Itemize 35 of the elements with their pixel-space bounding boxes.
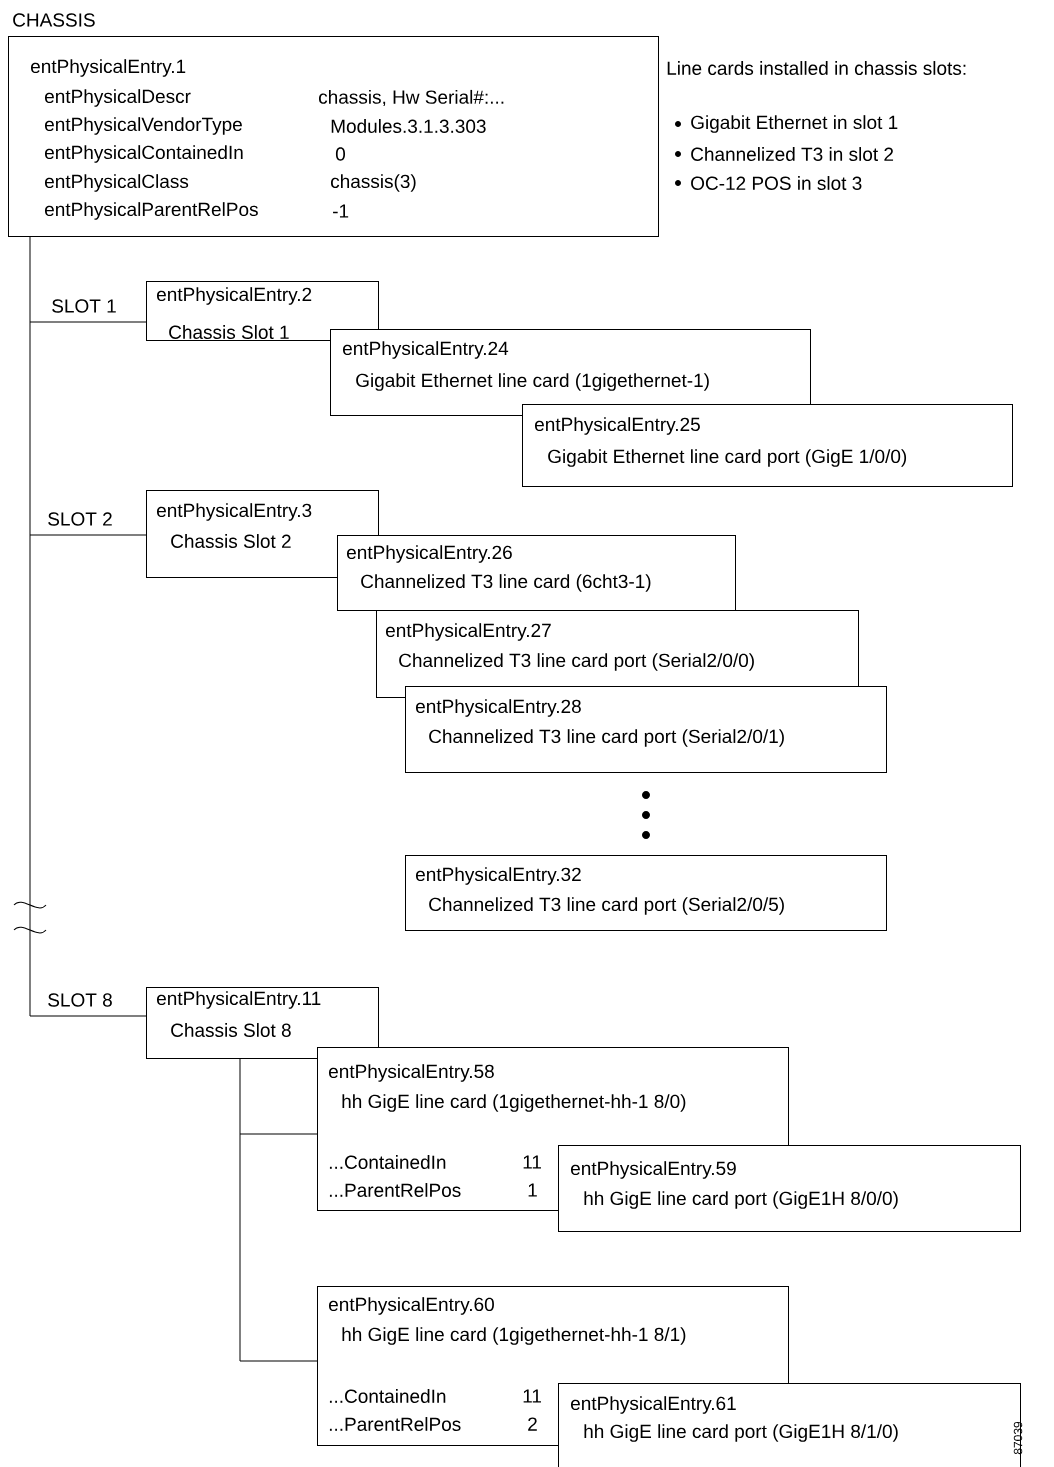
note-text: Line cards installed in chassis slots: [667, 61, 966, 75]
entity-box: entPhysicalEntry.2 Chassis Slot 1 [146, 281, 379, 341]
node-label: entPhysicalEntry.1 [31, 59, 186, 77]
node-label: entPhysicalParentRelPos [45, 202, 258, 220]
slot-label: SLOT 2 [48, 512, 112, 526]
heading: CHASSIS [13, 13, 95, 27]
node-label: entPhysicalClass [45, 174, 189, 192]
node-label: entPhysicalDescr [45, 89, 191, 107]
entity-box: entPhysicalEntry.26 Channelized T3 line card (6cht3-1) [337, 535, 736, 611]
slot-label: SLOT 1 [52, 299, 116, 313]
node-label: 0 [335, 147, 346, 161]
node-label: entPhysicalVendorType [45, 117, 242, 135]
connector-trunk [239, 1058, 241, 1362]
connector-line [239, 1360, 318, 1362]
node-label: chassis, Hw Serial#:... [319, 89, 504, 107]
entity-box: entPhysicalEntry.59 hh GigE line card port (GigE1H 8/0/0) [558, 1145, 1021, 1232]
node-label: Modules.3.1.3.303 [331, 119, 486, 133]
connector-line [29, 1015, 147, 1017]
entity-box: entPhysicalEntry.1 entPhysicalDescr chassis, Hw Serial#:... entPhysicalVendorType Modules.3.1.3.303 entPhysicalContainedIn 0 entPhysicalClass chassis(3) entPhysicalParentRelPos -1 [8, 36, 659, 237]
connector-line [29, 321, 147, 323]
note-text: Gigabit Ethernet in slot 1 [691, 115, 898, 133]
node-label: -1 [333, 204, 349, 218]
node-label: entPhysicalEntry.61 [571, 1396, 736, 1414]
note-text: Channelized T3 in slot 2 [691, 147, 894, 161]
entity-box: entPhysicalEntry.28 Channelized T3 line card port (Serial2/0/1) [405, 686, 887, 773]
note-text: OC-12 POS in slot 3 [691, 176, 862, 190]
node-label: chassis(3) [331, 174, 416, 192]
connector-line [29, 534, 147, 536]
entity-box: entPhysicalEntry.32 Channelized T3 line card port (Serial2/0/5) [405, 855, 887, 931]
node-label: entPhysicalContainedIn [45, 145, 243, 163]
entity-box: entPhysicalEntry.11 Chassis Slot 8 [146, 987, 379, 1059]
connector-line [239, 1133, 318, 1135]
connector-trunk [29, 236, 31, 1017]
entity-box: entPhysicalEntry.25 Gigabit Ethernet line card port (GigE 1/0/0) [522, 404, 1013, 487]
slot-label: SLOT 8 [48, 993, 112, 1007]
